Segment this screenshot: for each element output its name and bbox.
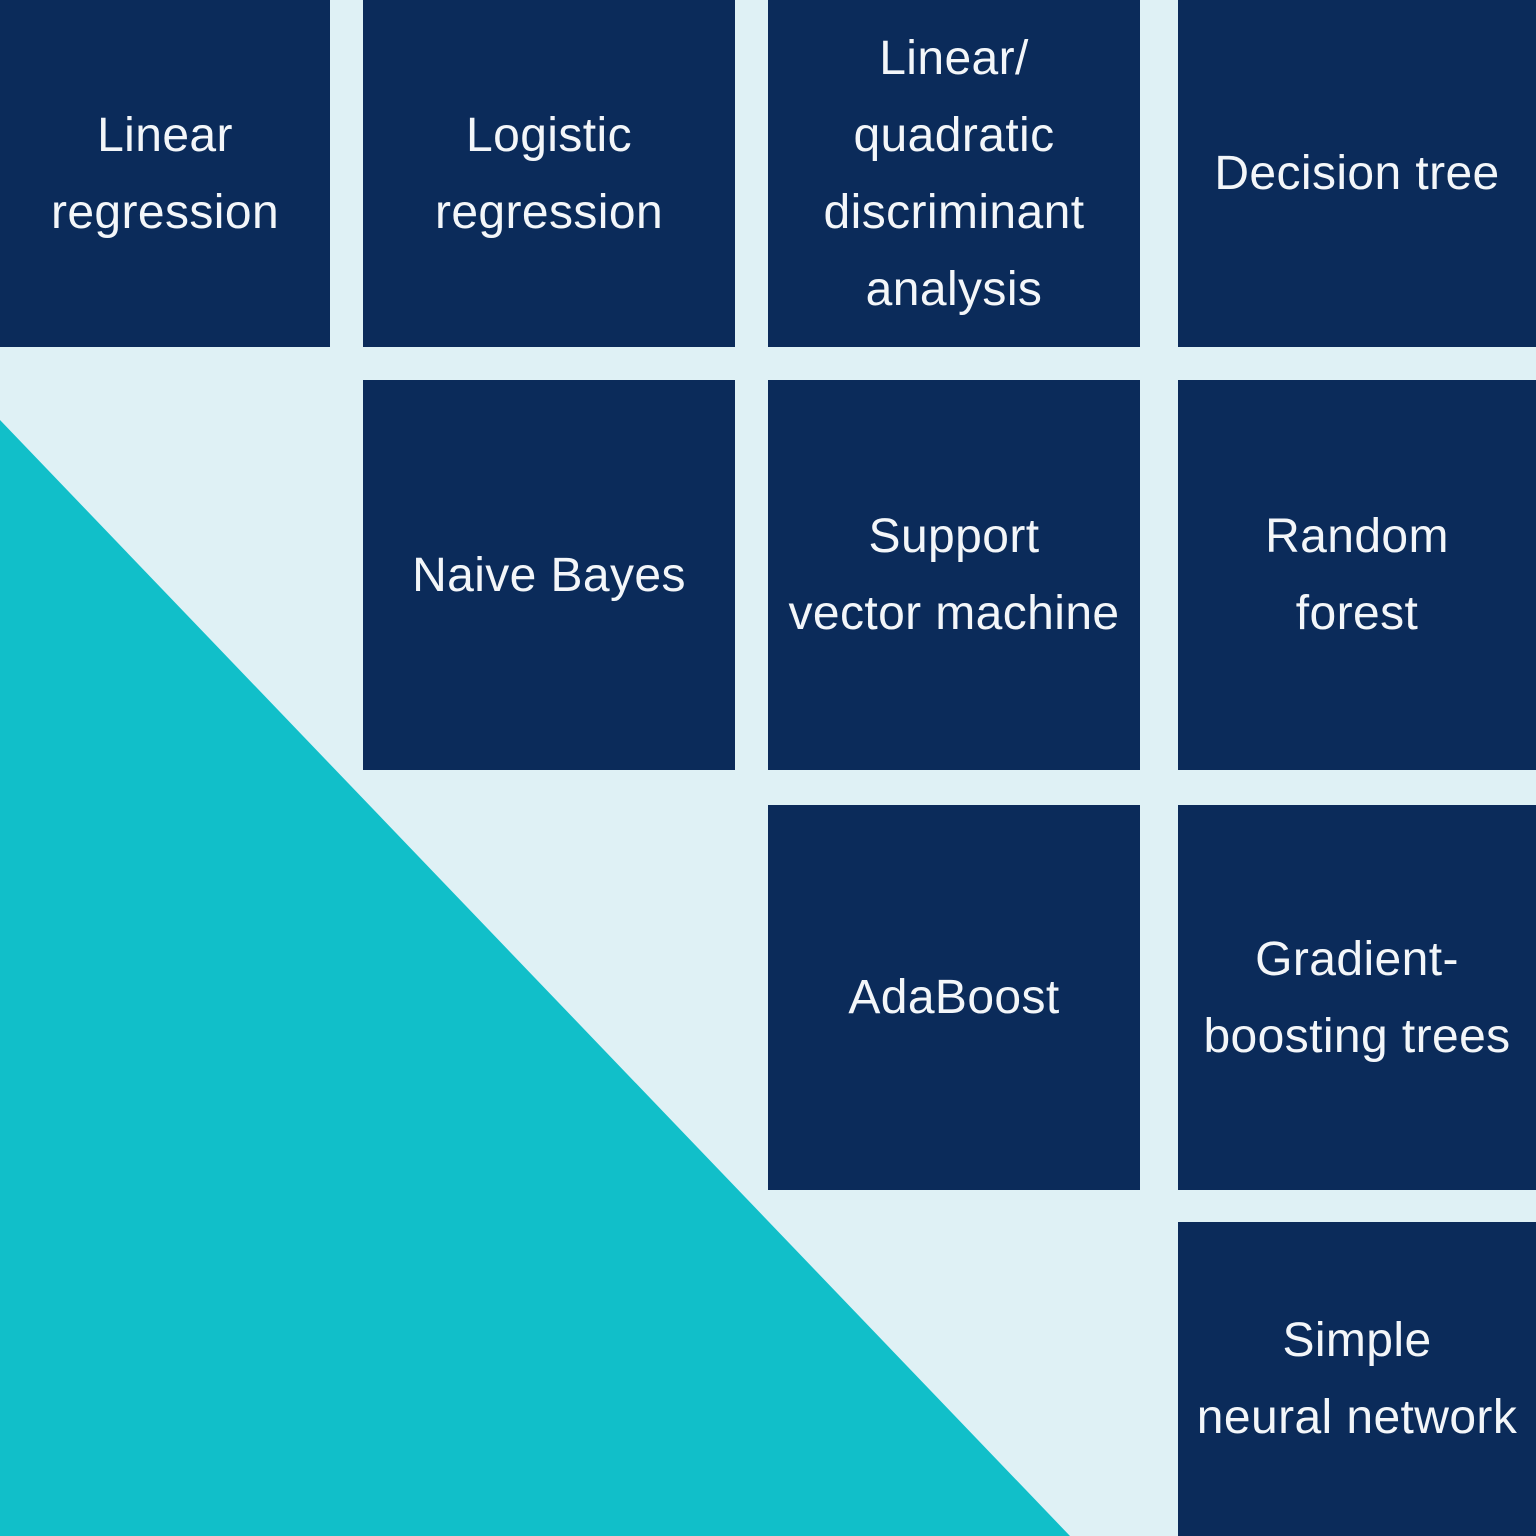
- tile-label-line: neural network: [1196, 1391, 1518, 1444]
- tile-label-line: Linear/: [879, 31, 1029, 85]
- tile-label-line: Linear: [97, 108, 233, 162]
- tile-random-forest: Random forest: [1178, 380, 1536, 770]
- tile-label-line: Random: [1265, 510, 1449, 563]
- tile-label-line: analysis: [865, 262, 1043, 316]
- tile-linear-regression: Linear regression: [0, 0, 330, 347]
- tile-label: Gradient- boosting trees: [1203, 921, 1510, 1075]
- tile-gradient-boosting-trees: Gradient- boosting trees: [1178, 805, 1536, 1190]
- tile-label: Decision tree: [1214, 135, 1499, 212]
- tile-label: Random forest: [1265, 498, 1449, 652]
- tile-label-line: forest: [1295, 587, 1419, 640]
- tile-label-line: quadratic: [853, 108, 1055, 162]
- tile-support-vector-machine: Support vector machine: [768, 380, 1140, 770]
- tile-label-line: regression: [50, 185, 280, 239]
- tile-label-line: Decision tree: [1214, 147, 1500, 200]
- tile-label: Simple neural network: [1197, 1302, 1517, 1456]
- tile-label-line: AdaBoost: [848, 971, 1060, 1024]
- tile-linear-quadratic-discriminant-analysis: Linear/ quadratic discriminant analysis: [768, 0, 1140, 347]
- tile-label-line: boosting trees: [1203, 1009, 1511, 1063]
- tile-label-line: vector machine: [788, 587, 1120, 640]
- tile-label: Linear/ quadratic discriminant analysis: [824, 20, 1085, 328]
- tile-label-line: Gradient-: [1255, 932, 1459, 986]
- tile-label: Support vector machine: [788, 498, 1119, 652]
- tile-label-line: Naive Bayes: [412, 548, 686, 602]
- tile-label: AdaBoost: [848, 959, 1059, 1036]
- tile-adaboost: AdaBoost: [768, 805, 1140, 1190]
- tile-decision-tree: Decision tree: [1178, 0, 1536, 347]
- tile-label-line: Simple: [1282, 1314, 1432, 1367]
- tile-naive-bayes: Naive Bayes: [363, 380, 735, 770]
- tile-simple-neural-network: Simple neural network: [1178, 1222, 1536, 1536]
- tile-label: Naive Bayes: [412, 537, 686, 614]
- tile-logistic-regression: Logistic regression: [363, 0, 735, 347]
- tile-label: Logistic regression: [435, 97, 663, 251]
- tile-label: Linear regression: [51, 97, 279, 251]
- tile-label-line: discriminant: [823, 185, 1085, 239]
- tile-label-line: Support: [868, 510, 1040, 563]
- tile-label-line: Logistic: [466, 108, 632, 162]
- tile-label-line: regression: [434, 185, 664, 239]
